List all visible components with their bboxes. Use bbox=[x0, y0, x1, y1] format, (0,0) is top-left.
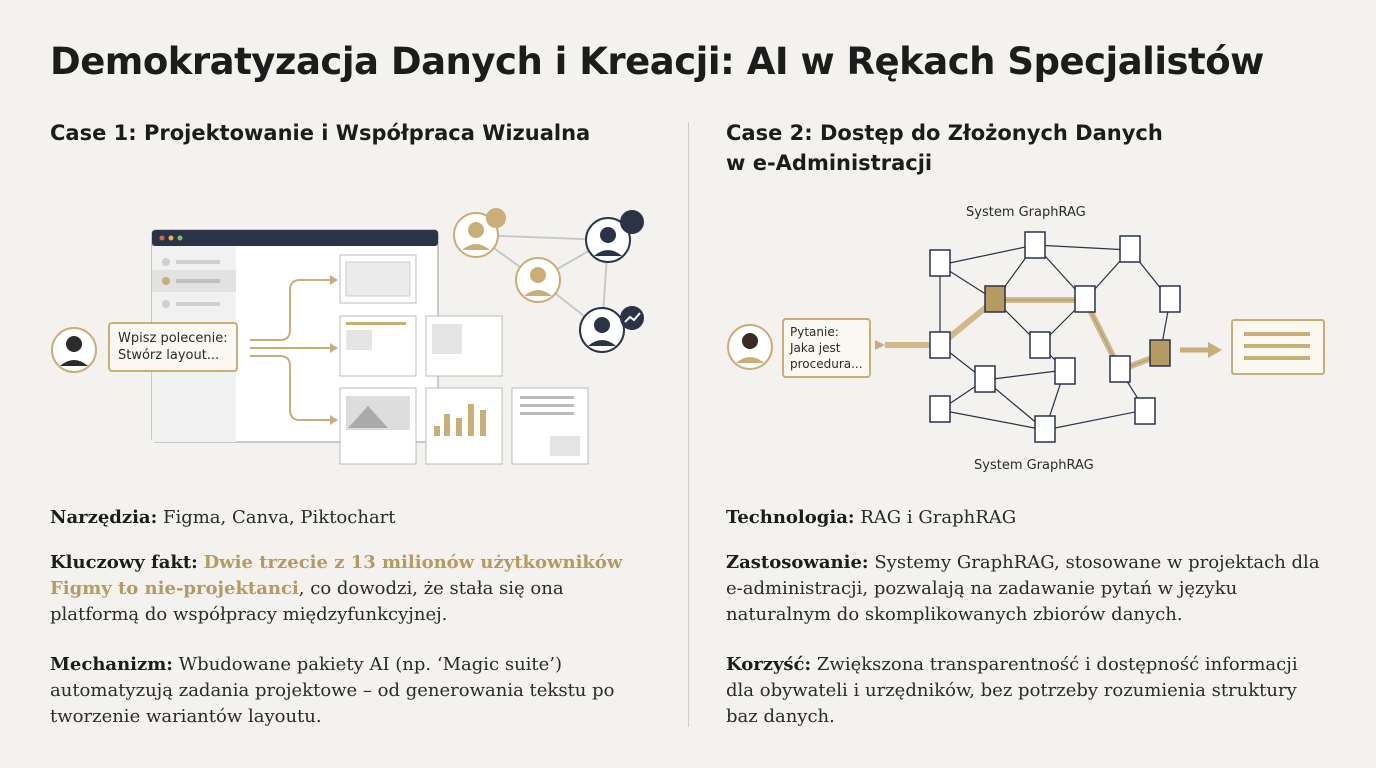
prompt-label: Wpisz polecenie: bbox=[118, 331, 228, 346]
case2-use: Zastosowanie: Systemy GraphRAG, stosowan… bbox=[726, 550, 1326, 628]
prompt-value: Stwórz layout... bbox=[118, 348, 220, 363]
case2-benefit: Korzyść: Zwiększona transparentność i do… bbox=[726, 652, 1326, 730]
prompt-input[interactable]: Wpisz polecenie: Stwórz layout... bbox=[108, 322, 238, 372]
case1-fact: Kluczowy fakt: Dwie trzecie z 13 milionó… bbox=[50, 550, 650, 628]
layout-variant-cards bbox=[339, 254, 589, 465]
case1-mechanism: Mechanizm: Wbudowane pakiety AI (np. ‘Ma… bbox=[50, 652, 650, 730]
graph-label-top: System GraphRAG bbox=[966, 205, 1086, 220]
fact-highlight: Dwie trzecie z 13 milionów użytkowników … bbox=[50, 552, 623, 599]
tech-label: Technologia: bbox=[726, 507, 855, 528]
megaphone-icon bbox=[620, 210, 644, 234]
tools-value: Figma, Canva, Piktochart bbox=[162, 507, 396, 528]
case2-heading-line1: Case 2: Dostęp do Złożonych Danych bbox=[726, 121, 1163, 145]
case1-tools: Narzędzia: Figma, Canva, Piktochart bbox=[50, 505, 650, 531]
graph-label-bottom: System GraphRAG bbox=[974, 458, 1094, 473]
case2-heading-line2: w e-Administracji bbox=[726, 151, 933, 175]
tech-value: RAG i GraphRAG bbox=[860, 507, 1017, 528]
question-value-line1: Jaka jest bbox=[790, 341, 841, 355]
benefit-label: Korzyść: bbox=[726, 654, 812, 675]
case1-heading: Case 1: Projektowanie i Współpraca Wizua… bbox=[50, 121, 591, 145]
graphrag-diagram bbox=[727, 231, 1325, 443]
benefit-value: Zwiększona transparentność i dostępność … bbox=[726, 654, 1298, 727]
arrow-right-icon bbox=[1208, 342, 1222, 358]
use-label: Zastosowanie: bbox=[726, 552, 869, 573]
tools-label: Narzędzia: bbox=[50, 507, 158, 528]
pen-tool-icon bbox=[486, 208, 506, 228]
question-input[interactable]: Pytanie: Jaka jest procedura... bbox=[782, 318, 871, 378]
page-title: Demokratyzacja Danych i Kreacji: AI w Rę… bbox=[50, 40, 1264, 83]
mechanism-label: Mechanizm: bbox=[50, 654, 173, 675]
case2-technology: Technologia: RAG i GraphRAG bbox=[726, 505, 1326, 531]
mechanism-value: Wbudowane pakiety AI (np. ‘Magic suite’)… bbox=[50, 654, 615, 727]
case2-heading: Case 2: Dostęp do Złożonych Danych w e-A… bbox=[726, 118, 1163, 178]
document-icon bbox=[929, 231, 1181, 443]
question-value-line2: procedura... bbox=[790, 357, 863, 371]
question-label: Pytanie: bbox=[790, 325, 839, 339]
fact-rest: , co dowodzi, że stała się ona platformą… bbox=[50, 578, 564, 625]
use-value: Systemy GraphRAG, stosowane w projektach… bbox=[726, 552, 1320, 625]
fact-label: Kluczowy fakt: bbox=[50, 552, 198, 573]
column-divider bbox=[688, 122, 689, 727]
